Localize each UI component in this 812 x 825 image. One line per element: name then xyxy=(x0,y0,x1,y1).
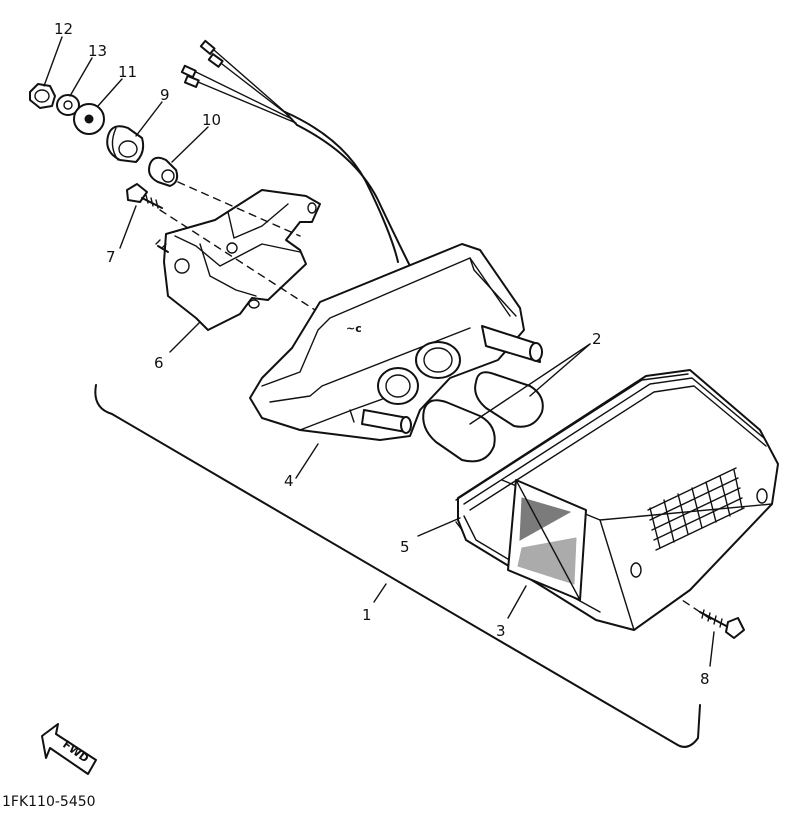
lens-vent-grid xyxy=(647,467,745,551)
mounting-bracket xyxy=(155,189,321,331)
leader-lines xyxy=(43,36,715,667)
callout-6: 6 xyxy=(154,354,164,372)
bulb-lower xyxy=(422,399,496,463)
callout-2: 2 xyxy=(592,330,602,348)
callout-9: 9 xyxy=(160,86,170,104)
bulb-upper xyxy=(474,371,544,428)
callout-3: 3 xyxy=(496,622,506,640)
flat-washer-part xyxy=(73,103,105,135)
callout-4: 4 xyxy=(284,472,294,490)
callout-10: 10 xyxy=(202,111,221,129)
callout-7: 7 xyxy=(106,248,116,266)
callout-8: 8 xyxy=(700,670,710,688)
callout-11: 11 xyxy=(118,63,137,81)
callout-1: 1 xyxy=(362,606,372,624)
lock-washer-part xyxy=(56,94,80,116)
callout-5: 5 xyxy=(400,538,410,556)
callout-13: 13 xyxy=(88,42,107,60)
grommet-part xyxy=(106,125,145,163)
forward-arrow: FWD xyxy=(41,723,97,775)
screw-part-7 xyxy=(126,183,163,209)
nut-part xyxy=(29,83,56,109)
lamp-housing: ~c xyxy=(249,243,543,441)
collar-part xyxy=(148,156,179,187)
wire-harness xyxy=(180,39,411,267)
diagram-code: 1FK110-5450 xyxy=(2,794,96,810)
alignment-line xyxy=(177,181,301,237)
assembly-bracket-line xyxy=(94,384,701,748)
housing-mark: ~c xyxy=(346,322,362,335)
lens xyxy=(457,369,779,631)
screw-part-8 xyxy=(699,609,745,639)
gasket xyxy=(455,373,689,531)
callout-12: 12 xyxy=(54,20,73,38)
